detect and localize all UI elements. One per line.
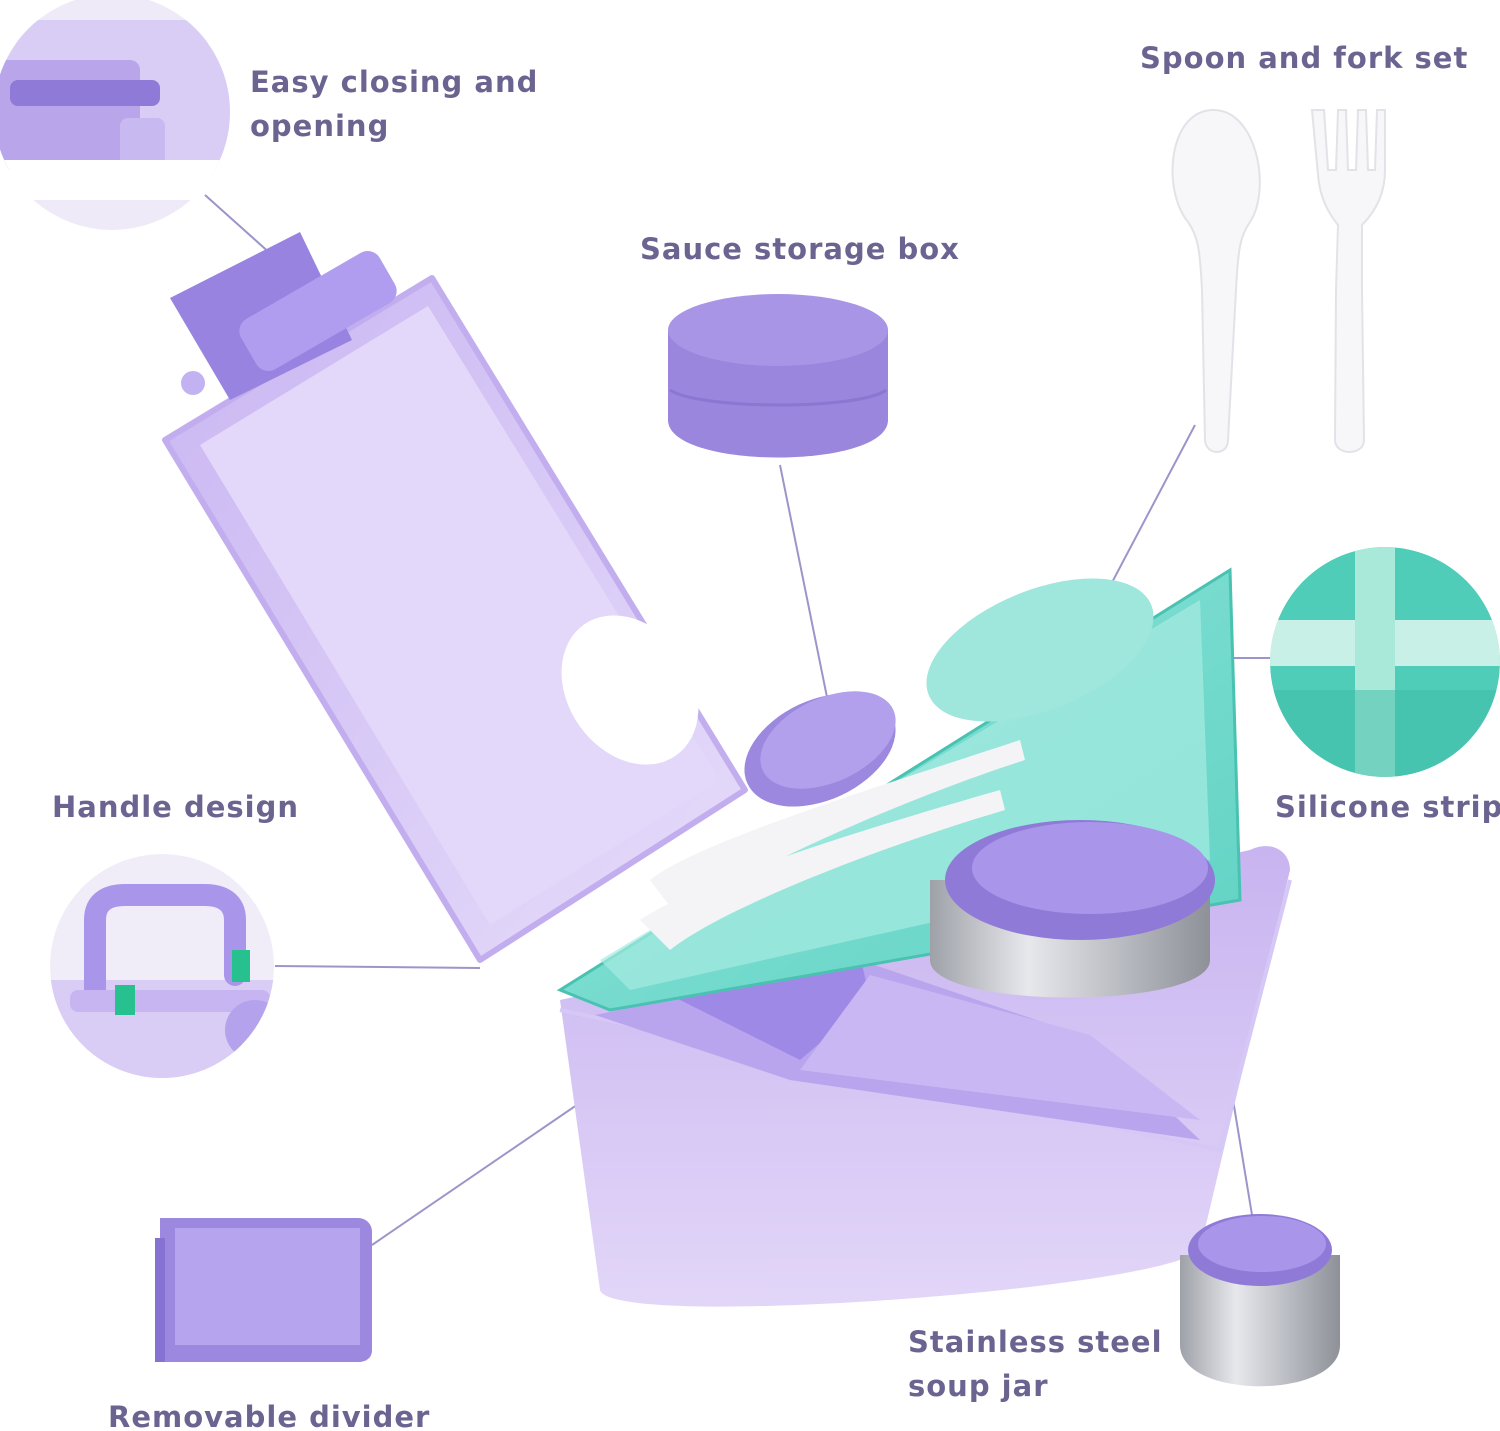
- label-divider: Removable divider: [108, 1400, 431, 1431]
- handle-closeup: [50, 854, 274, 1078]
- latch-closeup: [0, 0, 230, 230]
- inner-sauce-box: [744, 691, 896, 807]
- spoon-fork-set: [1171, 108, 1386, 453]
- leader-sauce-box: [779, 464, 831, 713]
- label-easy-closing: Easy closing and opening: [250, 60, 538, 148]
- lid: [162, 232, 748, 963]
- label-sauce-box: Sauce storage box: [640, 232, 960, 266]
- label-soup-jar-line1: Stainless steel: [908, 1325, 1163, 1359]
- label-easy-closing-line1: Easy closing and: [250, 65, 539, 99]
- inner-soup-jar: [930, 820, 1215, 998]
- removable-divider: [155, 1218, 372, 1362]
- soup-jar: [1180, 1214, 1340, 1387]
- label-silicone: Silicone strip: [1275, 790, 1500, 824]
- silicone-strip-closeup: [1270, 547, 1500, 777]
- leader-easy-closing: [204, 194, 273, 256]
- leader-handle: [274, 965, 481, 969]
- label-spoon-fork: Spoon and fork set: [1140, 41, 1469, 75]
- label-soup-jar-line2: soup jar: [908, 1369, 1049, 1403]
- label-easy-closing-line2: opening: [250, 109, 390, 143]
- sauce-box: [668, 294, 888, 458]
- label-soup-jar: Stainless steel soup jar: [908, 1320, 1163, 1408]
- label-handle: Handle design: [52, 790, 299, 824]
